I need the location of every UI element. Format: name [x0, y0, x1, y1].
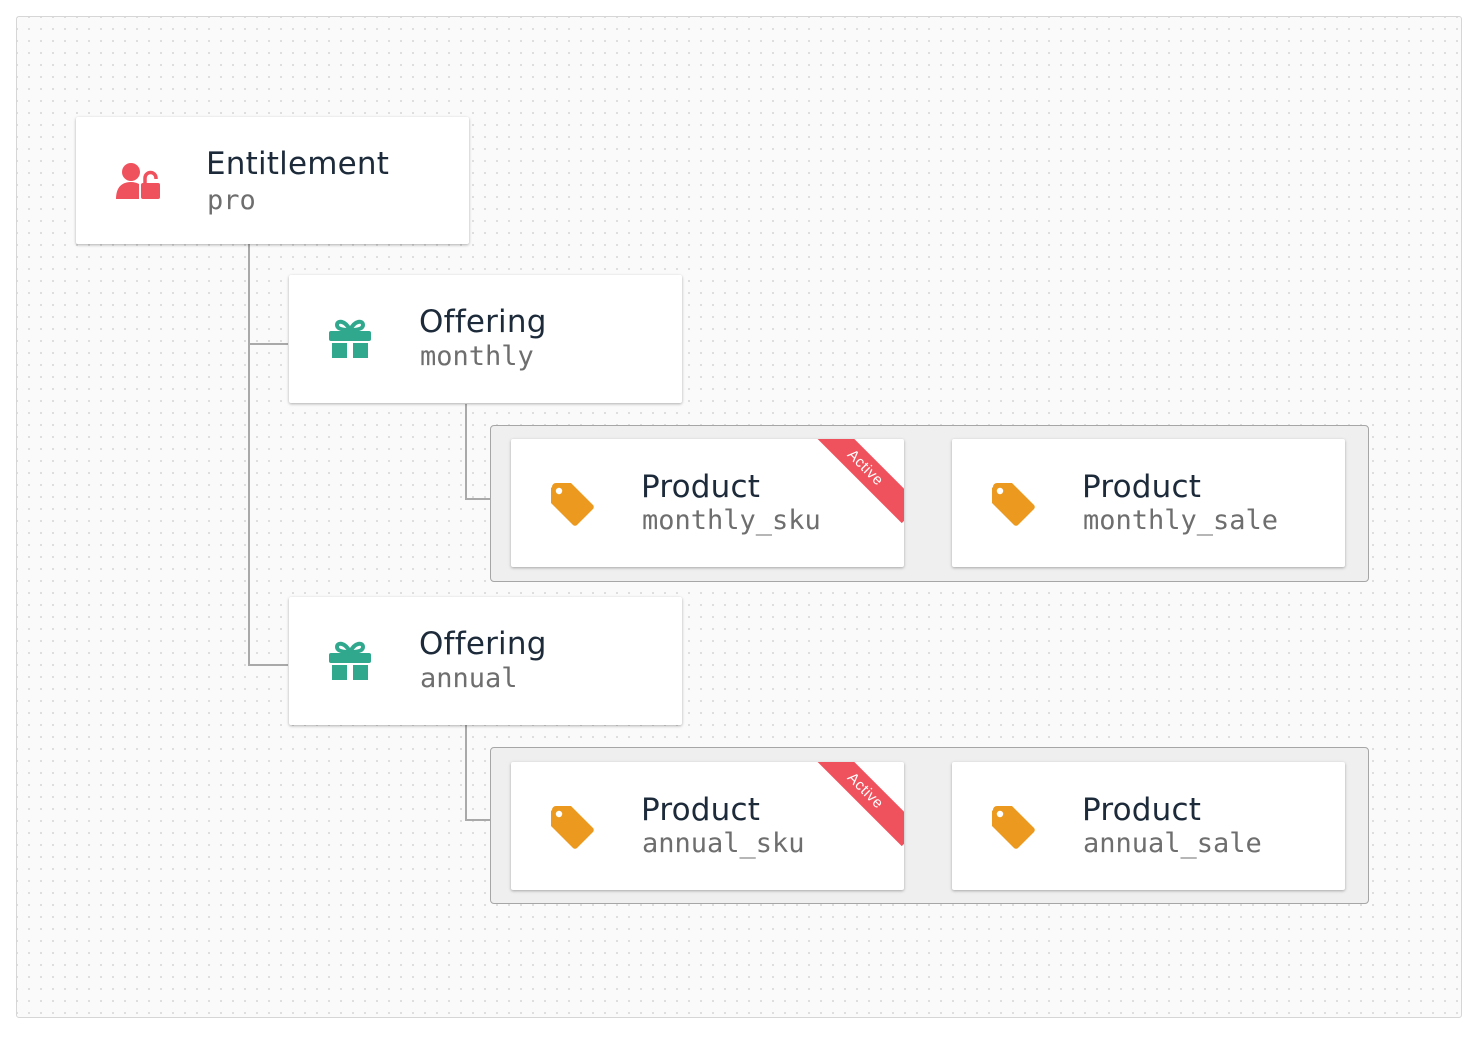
offering-identifier: annual [420, 663, 518, 694]
product-card-annual-sale[interactable]: Product annual_sale [952, 762, 1345, 890]
entitlement-kind-label: Entitlement [206, 146, 390, 182]
product-kind-label: Product [1082, 792, 1202, 828]
product-kind-label: Product [641, 469, 761, 505]
offering-kind-label: Offering [419, 304, 547, 340]
offering-card-annual[interactable]: Offering annual [289, 597, 682, 725]
product-identifier: monthly_sale [1083, 505, 1279, 536]
connector-monthly-to-products [465, 404, 491, 500]
active-ribbon: Active [809, 762, 904, 847]
connector-entitlement-to-monthly [248, 343, 288, 345]
tag-icon [551, 806, 594, 849]
product-card-monthly-sku[interactable]: Product monthly_sku Active [511, 439, 904, 567]
connector-annual-to-products [465, 725, 491, 821]
product-identifier: annual_sku [642, 828, 805, 859]
tag-icon [992, 806, 1035, 849]
entitlement-identifier: pro [207, 185, 256, 216]
offering-kind-label: Offering [419, 626, 547, 662]
product-identifier: monthly_sku [642, 505, 821, 536]
product-card-monthly-sale[interactable]: Product monthly_sale [952, 439, 1345, 567]
product-identifier: annual_sale [1083, 828, 1262, 859]
connector-entitlement-trunk [248, 244, 250, 666]
user-unlock-icon [116, 163, 160, 199]
tag-icon [992, 483, 1035, 526]
gift-icon [329, 319, 371, 358]
product-kind-label: Product [641, 792, 761, 828]
offering-card-monthly[interactable]: Offering monthly [289, 275, 682, 403]
product-kind-label: Product [1082, 469, 1202, 505]
product-card-annual-sku[interactable]: Product annual_sku Active [511, 762, 904, 890]
connector-entitlement-to-annual [248, 664, 288, 666]
tag-icon [551, 483, 594, 526]
gift-icon [329, 641, 371, 680]
offering-identifier: monthly [420, 341, 534, 372]
entitlement-card[interactable]: Entitlement pro [76, 117, 469, 244]
active-ribbon: Active [809, 439, 904, 524]
